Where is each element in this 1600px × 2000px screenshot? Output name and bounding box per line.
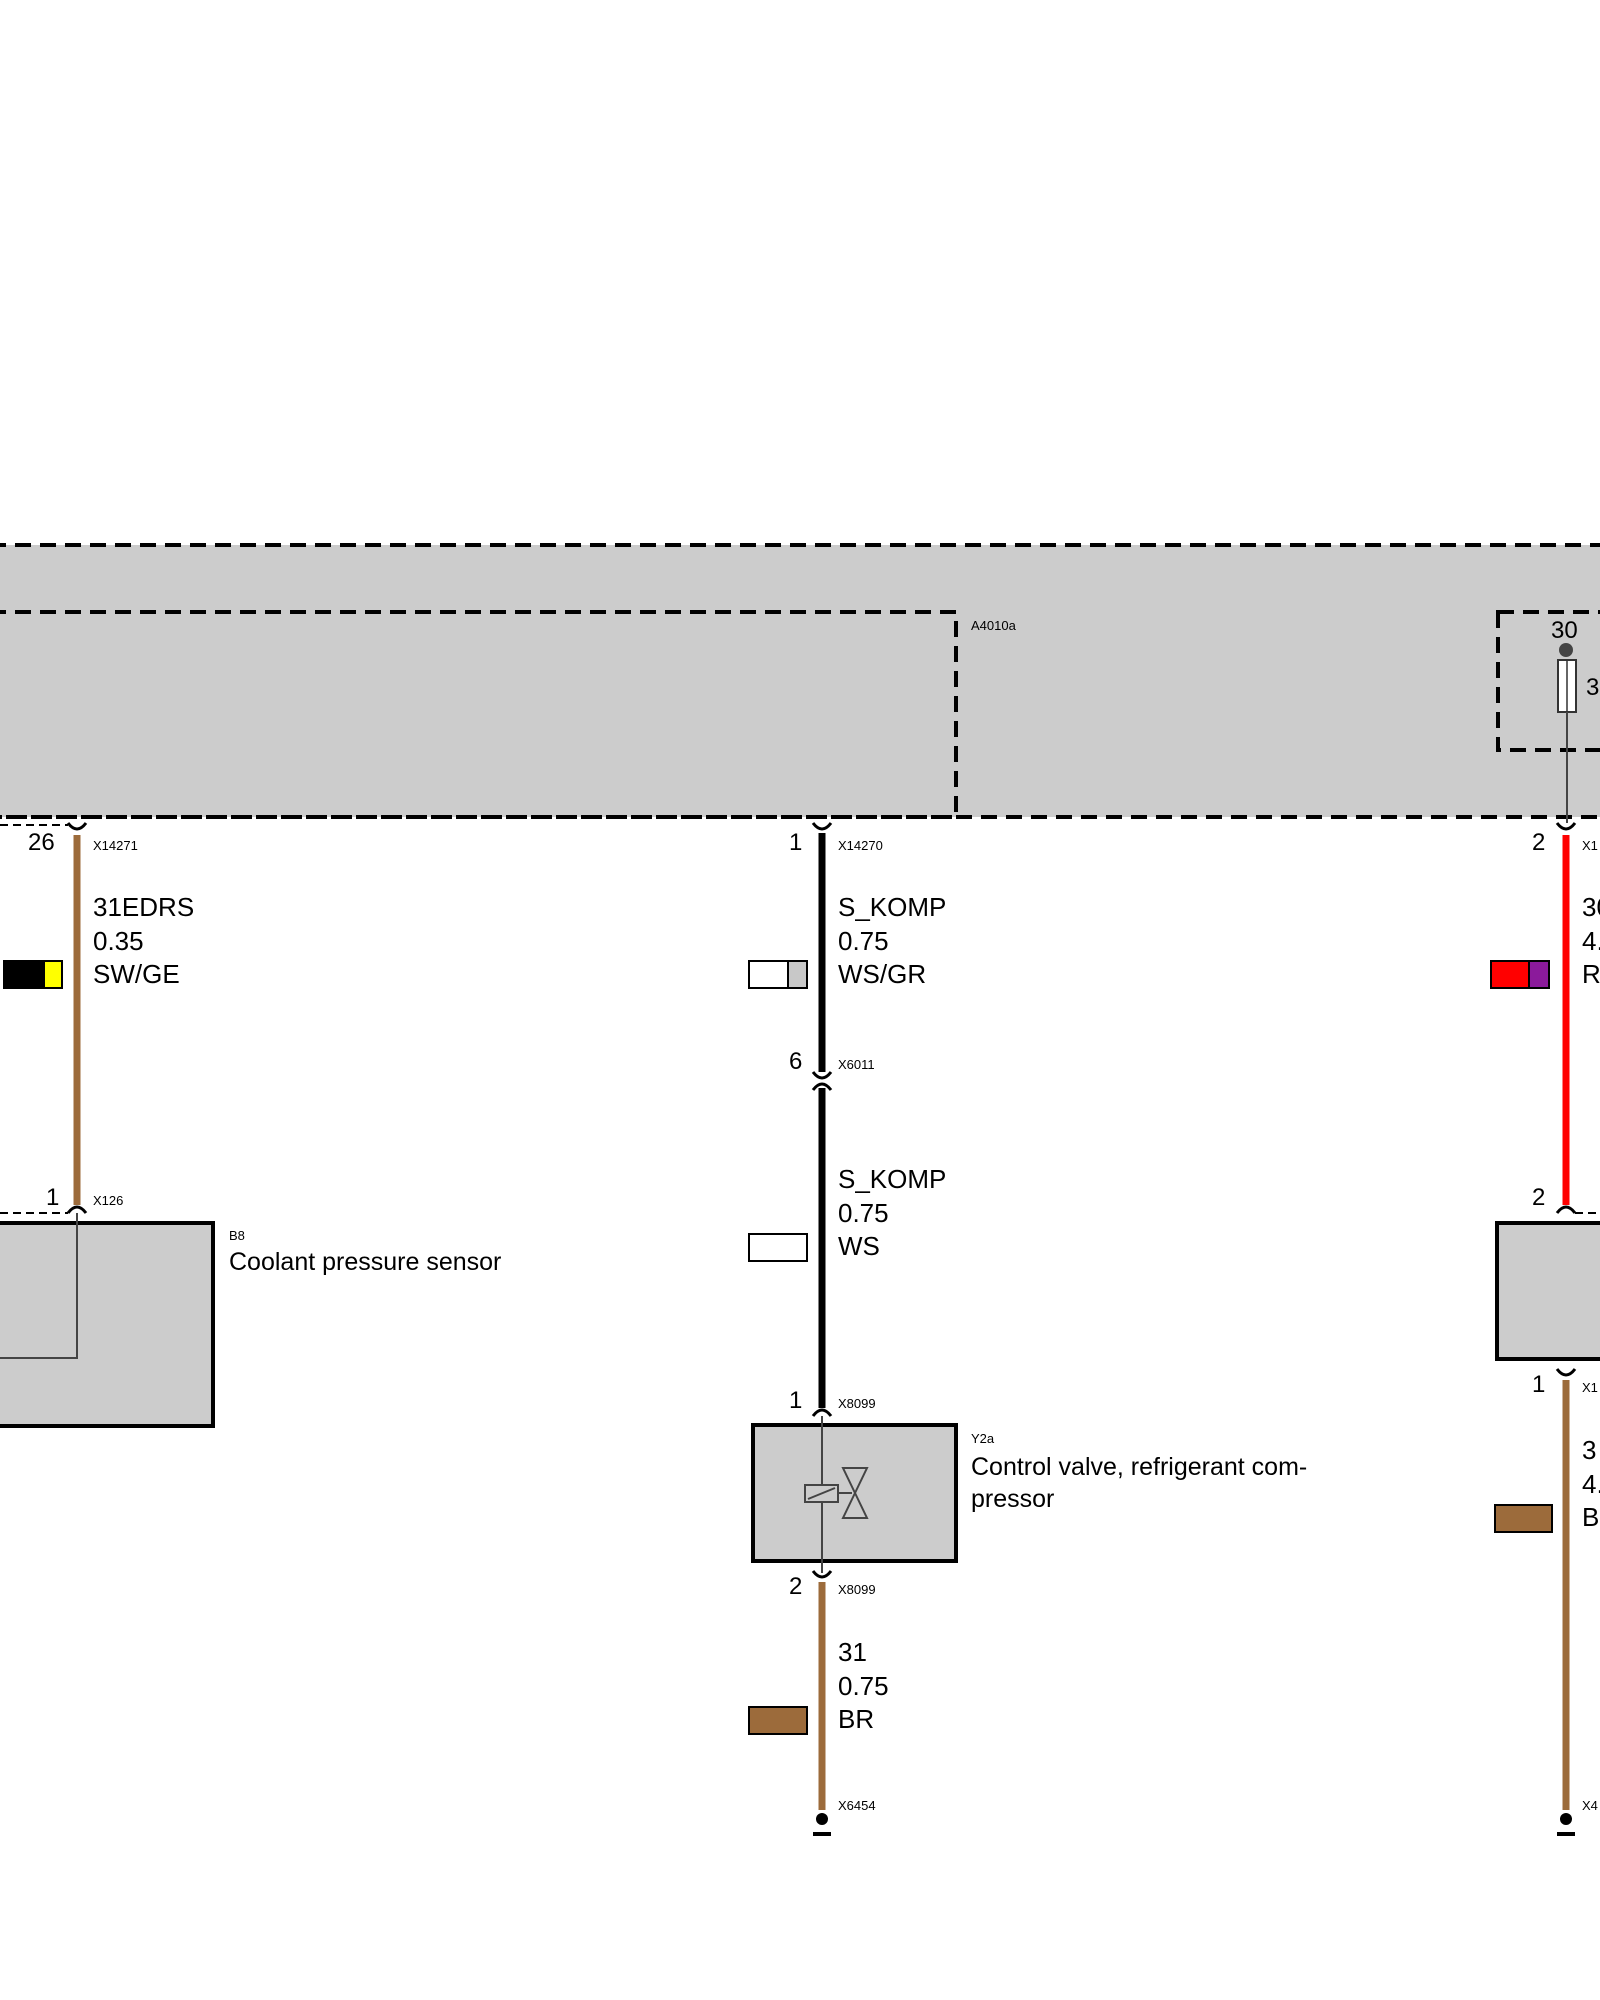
wire-color-code-center-lower: WS bbox=[838, 1231, 880, 1261]
wire-signal-right-upper: 30 bbox=[1582, 892, 1600, 922]
connector-x8099-top-arc bbox=[811, 1408, 833, 1417]
wire-size-center-ground: 0.75 bbox=[838, 1671, 889, 1701]
module-a4010a-box bbox=[0, 610, 958, 819]
wire-size-right-upper: 4. bbox=[1582, 926, 1600, 956]
connector-right-end-label: X4 bbox=[1582, 1798, 1598, 1813]
wire-color-code-right-upper: R bbox=[1582, 959, 1600, 989]
wire-signal-right-lower: 3 bbox=[1582, 1435, 1596, 1465]
module-a4010a-label: A4010a bbox=[971, 618, 1017, 633]
wire-signal-31: 31 bbox=[838, 1637, 867, 1667]
connector-x6011-arc-bottom bbox=[811, 1082, 833, 1091]
wire-size-left: 0.35 bbox=[93, 926, 144, 956]
coolant-pressure-sensor-box bbox=[0, 1221, 215, 1428]
connector-right-top-arc bbox=[1555, 822, 1577, 831]
fuse-terminal-label: 30 bbox=[1551, 617, 1578, 644]
pin-2-right-mid-label: 2 bbox=[1532, 1184, 1545, 1211]
wire-color-code-center-ground: BR bbox=[838, 1704, 874, 1734]
color-swatch-rt-vi bbox=[1490, 960, 1550, 989]
component-y2a-id: Y2a bbox=[971, 1431, 995, 1446]
pin-1-right-low-label: 1 bbox=[1532, 1371, 1545, 1398]
ground-point-x6454 bbox=[816, 1813, 828, 1825]
color-swatch-ws bbox=[748, 1233, 808, 1262]
sensor-internal-line bbox=[0, 1213, 78, 1359]
right-component-box bbox=[1495, 1221, 1600, 1361]
connector-x14271-label: X14271 bbox=[93, 838, 138, 853]
wire-size-right-lower: 4. bbox=[1582, 1469, 1600, 1499]
connector-x8099-top-label: X8099 bbox=[838, 1396, 876, 1411]
pin-1-x126-label: 1 bbox=[46, 1184, 59, 1211]
component-y2a-name-line2: pressor bbox=[971, 1485, 1054, 1513]
component-b8-name: Coolant pressure sensor bbox=[229, 1248, 501, 1276]
connector-x6011-arc-top bbox=[811, 1071, 833, 1080]
connector-x14270-label: X14270 bbox=[838, 838, 883, 853]
wire-color-code-left: SW/GE bbox=[93, 959, 180, 989]
wire-color-code-center-upper: WS/GR bbox=[838, 959, 926, 989]
wire-signal-s-komp-upper: S_KOMP bbox=[838, 892, 946, 922]
connector-x8099-bottom-label: X8099 bbox=[838, 1582, 876, 1597]
fuse-box bbox=[1496, 610, 1600, 752]
color-swatch-br bbox=[748, 1706, 808, 1735]
ground-point-right bbox=[1560, 1813, 1572, 1825]
pin-1-x8099-label: 1 bbox=[789, 1387, 802, 1414]
pin-2-right-top-label: 2 bbox=[1532, 829, 1545, 856]
connector-right-low-arc bbox=[1555, 1368, 1577, 1377]
connector-x14271-arc bbox=[66, 822, 88, 831]
pin-2-x8099-label: 2 bbox=[789, 1573, 802, 1600]
connector-x126-label: X126 bbox=[93, 1193, 123, 1208]
color-swatch-ws-gr bbox=[748, 960, 808, 989]
component-y2a-name-line1: Control valve, refrigerant com- bbox=[971, 1453, 1307, 1481]
pin-1-x14270-label: 1 bbox=[789, 829, 802, 856]
color-swatch-br-right bbox=[1494, 1504, 1553, 1533]
color-swatch-sw-ge bbox=[3, 960, 63, 989]
connector-x8099-bottom-arc bbox=[811, 1570, 833, 1579]
pin-6-x6011-label: 6 bbox=[789, 1048, 802, 1075]
wire-size-center-upper: 0.75 bbox=[838, 926, 889, 956]
solenoid-valve-icon bbox=[804, 1467, 869, 1519]
control-module-box bbox=[0, 543, 1600, 819]
connector-right-low-label: X1 bbox=[1582, 1380, 1598, 1395]
component-b8-id: B8 bbox=[229, 1228, 245, 1243]
connector-right-mid-arc bbox=[1555, 1205, 1577, 1214]
wire-color-code-right-lower: B bbox=[1582, 1502, 1599, 1532]
fuse-terminal-dot bbox=[1559, 643, 1573, 657]
connector-x6454-label: X6454 bbox=[838, 1798, 876, 1813]
connector-right-top-label: X1 bbox=[1582, 838, 1598, 853]
connector-x14270-arc bbox=[811, 822, 833, 831]
fuse-label: 3 bbox=[1586, 674, 1599, 701]
wire-signal-s-komp-lower: S_KOMP bbox=[838, 1164, 946, 1194]
wire-size-center-lower: 0.75 bbox=[838, 1198, 889, 1228]
connector-x126-arc bbox=[66, 1205, 88, 1214]
wire-signal-31edrs: 31EDRS bbox=[93, 892, 194, 922]
connector-x6011-label: X6011 bbox=[838, 1057, 875, 1072]
pin-26-label: 26 bbox=[28, 829, 55, 856]
